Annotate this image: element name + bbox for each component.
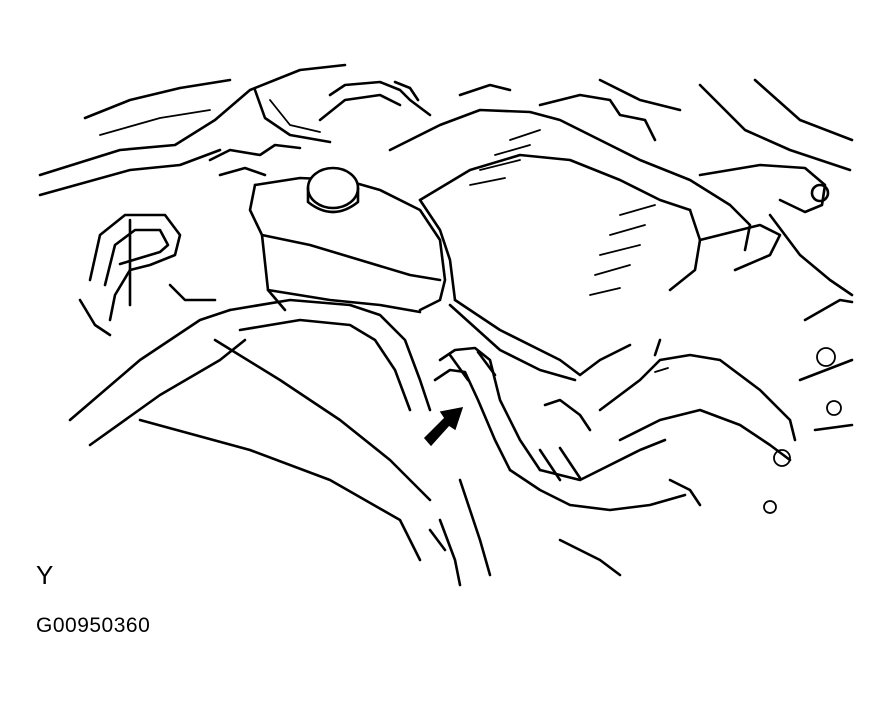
figure-id: G00950360 — [36, 614, 151, 637]
strut-tower-outline — [598, 78, 854, 514]
coolant-reservoir-tank — [248, 166, 447, 314]
large-hose — [68, 298, 432, 562]
upper-tubes — [208, 80, 657, 177]
view-label: Y — [36, 560, 54, 590]
radiator-hose — [433, 346, 702, 512]
pointer-arrow — [423, 407, 464, 447]
air-cleaner-box — [388, 108, 782, 382]
lower-bracket — [428, 338, 797, 587]
fender-outline — [38, 63, 347, 197]
upper-hose-loop — [78, 213, 217, 337]
